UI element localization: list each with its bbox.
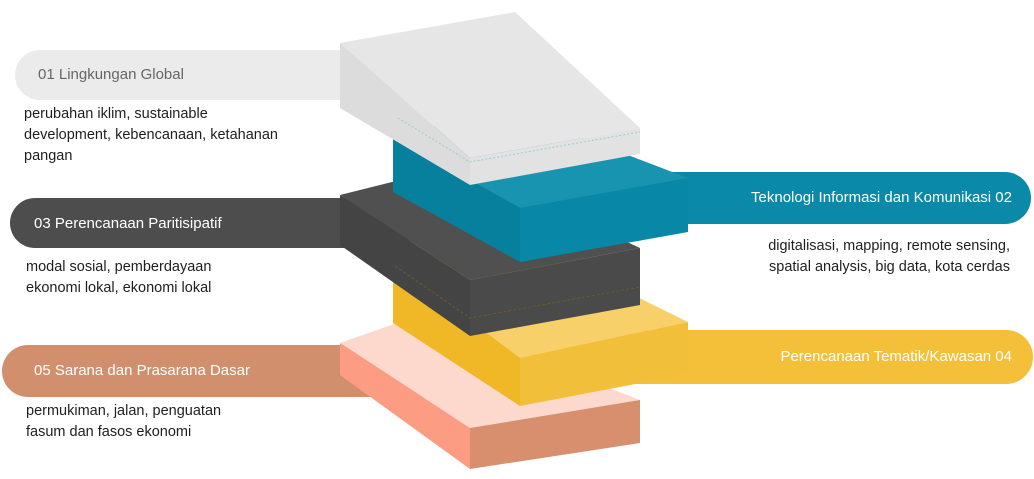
layer-03-description: modal sosial, pemberdayaan ekonomi lokal… <box>26 257 211 299</box>
description-line: fasum dan fasos ekonomi <box>26 424 192 440</box>
layer-05-front-face <box>470 400 640 469</box>
description-line: permukiman, jalan, penguatan <box>26 403 222 419</box>
description-line: spatial analysis, big data, kota cerdas <box>769 259 1010 275</box>
layer-03-front-face <box>470 248 640 336</box>
layer-01-block <box>15 12 641 185</box>
layer-05-description: permukiman, jalan, penguatan fasum dan f… <box>26 401 221 443</box>
layer-02-left-face <box>393 137 520 262</box>
layer-01-title: 01 Lingkungan Global <box>38 66 184 83</box>
description-line: pangan <box>24 148 73 164</box>
description-line: perubahan iklim, sustainable <box>24 106 208 122</box>
description-line: development, kebencanaan, ketahanan <box>24 127 278 143</box>
layer-03-banner <box>10 198 410 248</box>
description-line: ekonomi lokal, ekonomi lokal <box>26 280 212 296</box>
layer-04-title: Perencanaan Tematik/Kawasan 04 <box>780 348 1012 365</box>
layer-05-left-face <box>340 343 470 469</box>
layer-03-left-face <box>340 195 470 336</box>
layer-04-front-face <box>520 322 688 406</box>
layer-01-description: perubahan iklim, sustainable development… <box>24 104 278 167</box>
description-line: digitalisasi, mapping, remote sensing, <box>768 238 1010 254</box>
layer-05-title: 05 Sarana dan Prasarana Dasar <box>34 362 250 379</box>
layer-01-left-face <box>340 43 470 185</box>
layer-02-title: Teknologi Informasi dan Komunikasi 02 <box>751 189 1012 206</box>
layer-01-top-face <box>340 12 640 158</box>
layer-02-description: digitalisasi, mapping, remote sensing, s… <box>768 236 1010 278</box>
layer-02-front-face <box>520 178 688 262</box>
description-line: modal sosial, pemberdayaan <box>26 259 212 275</box>
layer-03-title: 03 Perencanaan Paritisipatif <box>34 215 222 232</box>
layer-01-front-face <box>470 128 640 185</box>
